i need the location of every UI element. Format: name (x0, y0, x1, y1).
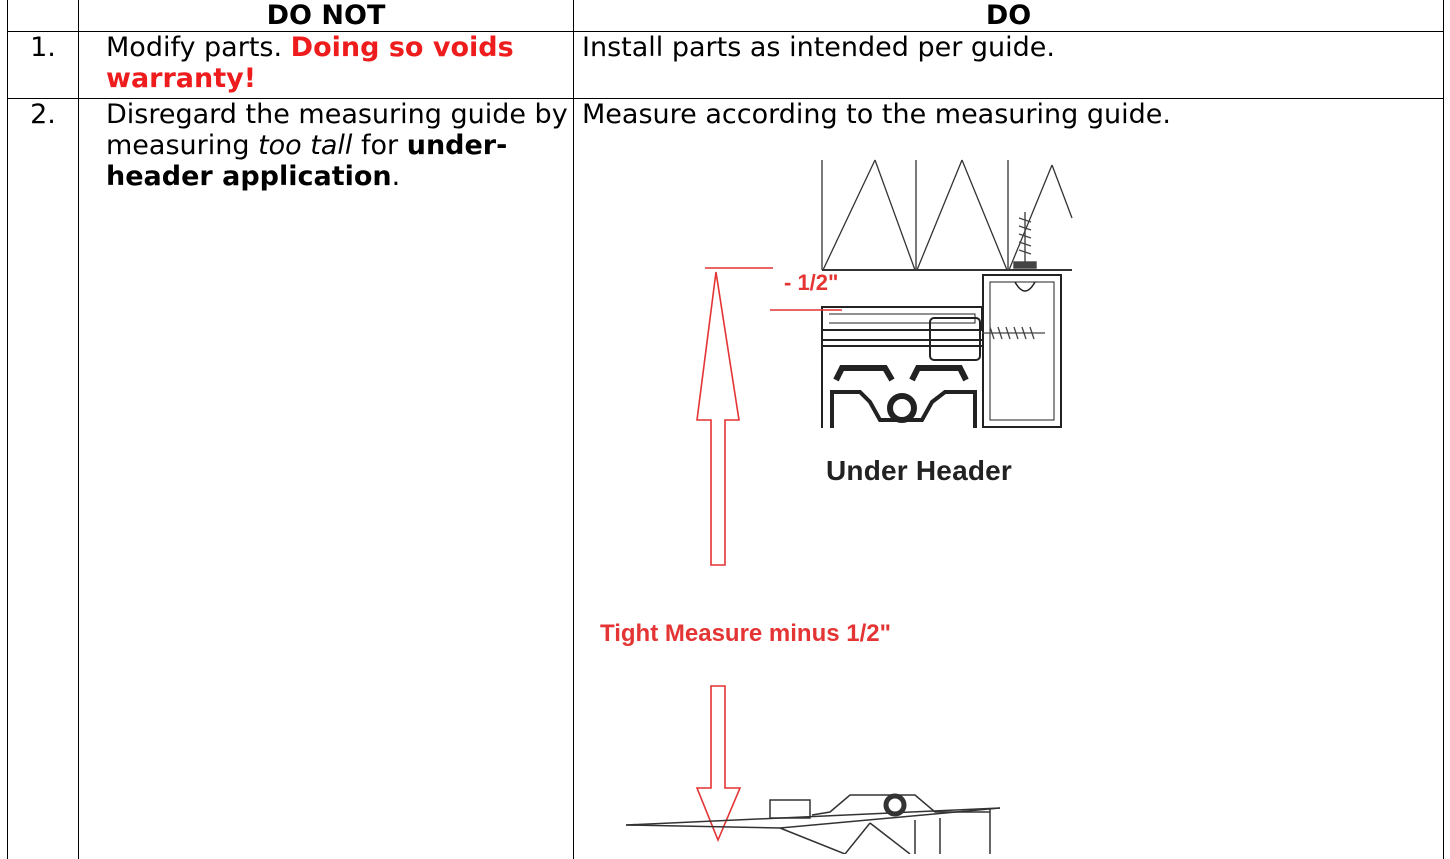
do-not-cell: Disregard the measuring guide by measuri… (79, 99, 574, 859)
header-do: DO (574, 0, 1444, 32)
tight-measure-label: Tight Measure minus 1/2" (600, 620, 891, 648)
do-not-cell: Modify parts. Doing so voids warranty! (79, 32, 574, 99)
do-not-text: for (352, 130, 406, 161)
row-number: 1. (8, 32, 79, 99)
row-number: 2. (8, 99, 79, 859)
table-row: 2. Disregard the measuring guide by meas… (8, 99, 1444, 859)
too-tall-text: too tall (258, 130, 352, 161)
header-row: DO NOT DO (8, 0, 1444, 32)
do-dont-table: DO NOT DO 1. Modify parts. Doing so void… (7, 0, 1444, 859)
do-not-text: Modify parts. (106, 32, 291, 63)
header-num-cell (8, 0, 79, 32)
do-cell: Install parts as intended per guide. (574, 32, 1444, 99)
period-text: . (392, 161, 401, 192)
under-header-label: Under Header (826, 455, 1012, 487)
minus-half-inch-label: - 1/2" (784, 270, 838, 296)
table-row: 1. Modify parts. Doing so voids warranty… (8, 32, 1444, 99)
header-do-not: DO NOT (79, 0, 574, 32)
